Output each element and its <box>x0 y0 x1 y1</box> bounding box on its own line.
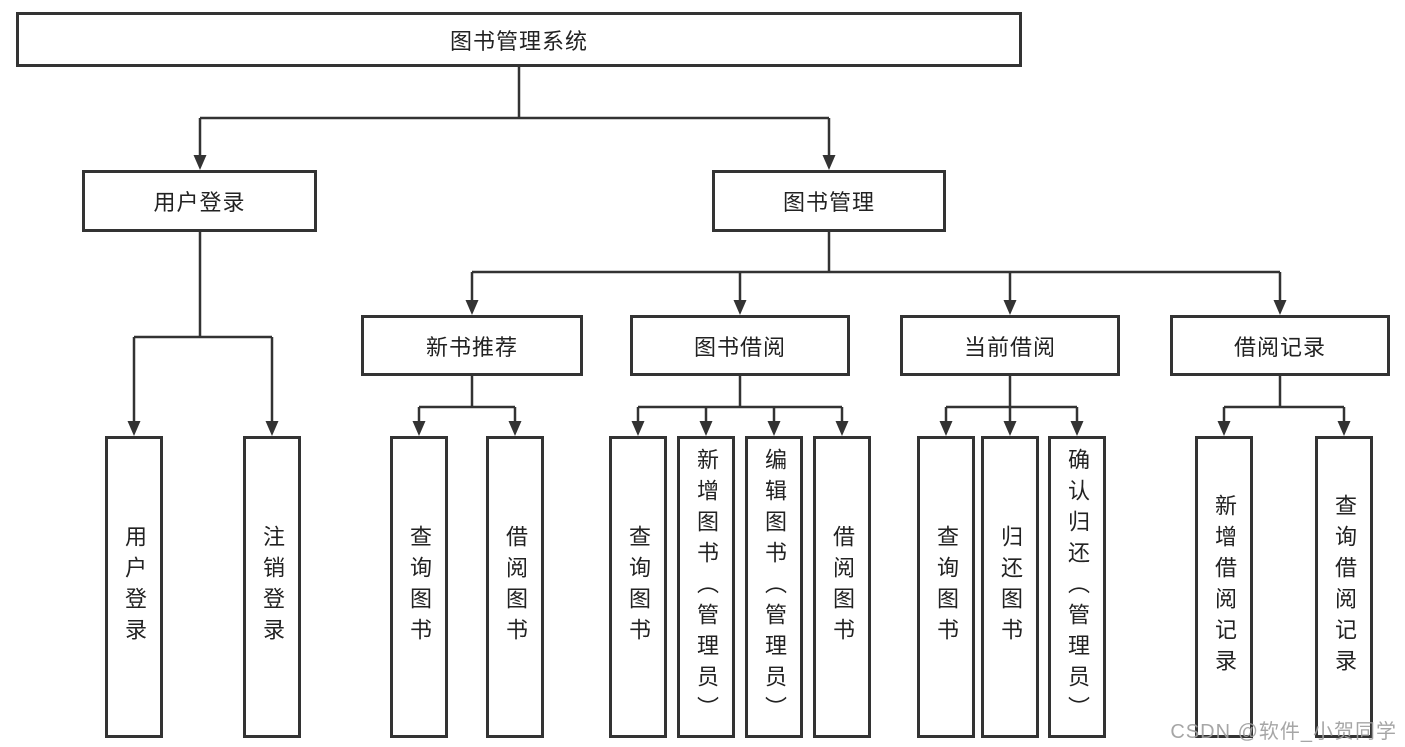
leaf-borrow-books: 借阅图书 <box>813 436 871 738</box>
leaf-confirm-return-admin: 确认归还（管理员） <box>1048 436 1106 738</box>
connector-lines <box>132 67 1346 423</box>
leaf-recommend-borrow-books: 借阅图书 <box>486 436 544 738</box>
leaf-query-borrow-record: 查询借阅记录 <box>1315 436 1373 738</box>
leaf-logout: 注销登录 <box>243 436 301 738</box>
node-book-borrowing: 图书借阅 <box>630 315 850 376</box>
leaf-add-book-admin: 新增图书（管理员） <box>677 436 735 738</box>
node-new-book-recommendation: 新书推荐 <box>361 315 583 376</box>
leaf-add-borrow-record: 新增借阅记录 <box>1195 436 1253 738</box>
node-current-borrowing: 当前借阅 <box>900 315 1120 376</box>
leaf-edit-book-admin: 编辑图书（管理员） <box>745 436 803 738</box>
node-book-management: 图书管理 <box>712 170 946 232</box>
leaf-recommend-query-books: 查询图书 <box>390 436 448 738</box>
node-borrowing-records: 借阅记录 <box>1170 315 1390 376</box>
leaf-user-login: 用户登录 <box>105 436 163 738</box>
leaf-borrow-query-books: 查询图书 <box>609 436 667 738</box>
csdn-watermark: CSDN @软件_小贺同学 <box>1170 721 1397 743</box>
node-user-login: 用户登录 <box>82 170 317 232</box>
leaf-return-books: 归还图书 <box>981 436 1039 738</box>
node-library-management-system: 图书管理系统 <box>16 12 1022 67</box>
leaf-current-query-books: 查询图书 <box>917 436 975 738</box>
